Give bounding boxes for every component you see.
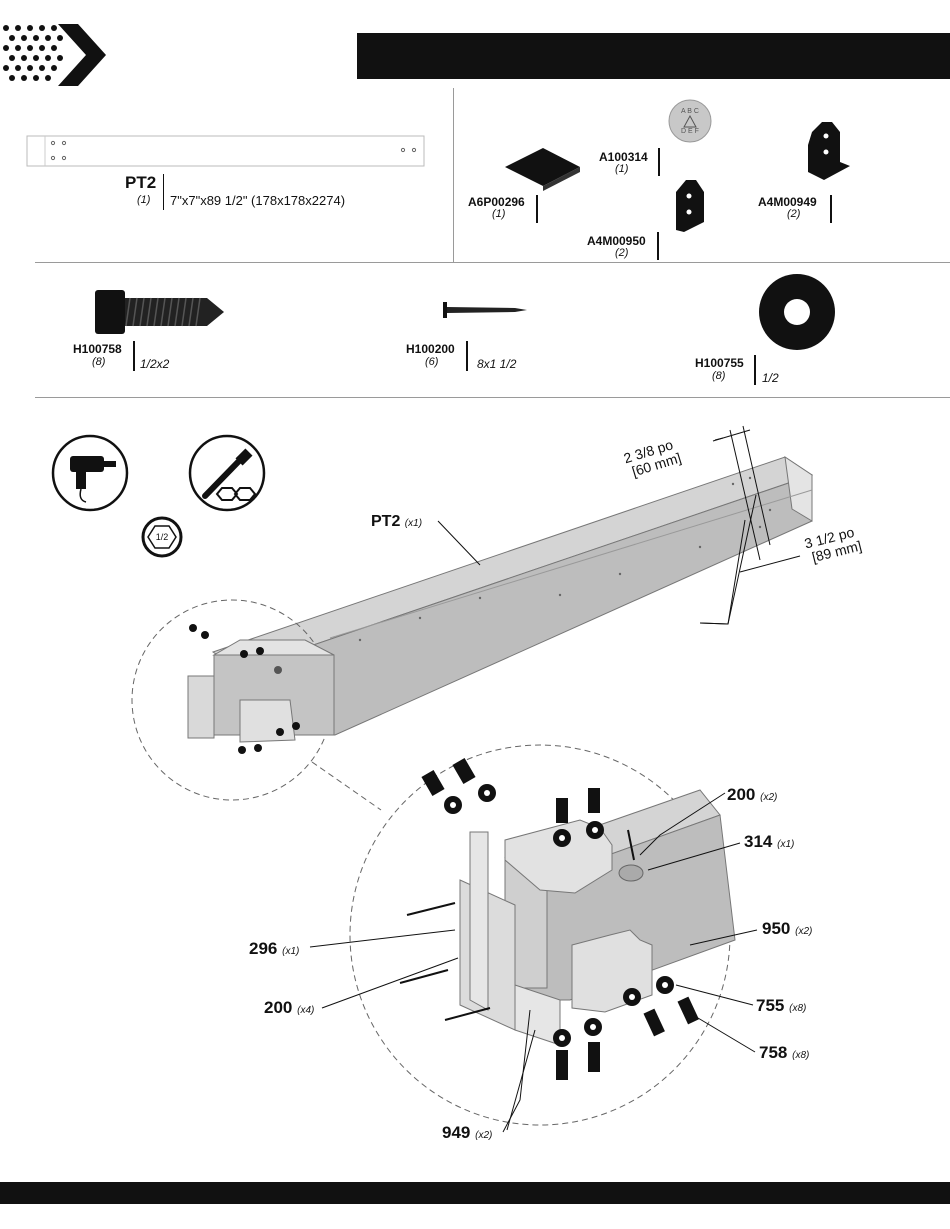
callout-200-side-qty: (x4) xyxy=(297,1005,314,1016)
screw-200-bar xyxy=(466,341,468,371)
detail-circle-large xyxy=(350,745,730,1125)
divider-parts xyxy=(35,262,950,263)
callout-755-qty: (x8) xyxy=(789,1003,806,1014)
detail-circle-small xyxy=(132,600,332,800)
screw-200-code: H100200 xyxy=(406,342,455,356)
callout-949-num: 949 xyxy=(442,1123,470,1142)
callout-758-qty: (x8) xyxy=(792,1050,809,1061)
callout-314: 314 (x1) xyxy=(744,832,794,852)
bracket-950-bar xyxy=(657,232,659,260)
tag-314-bar xyxy=(658,148,660,176)
post-qty: (1) xyxy=(137,194,150,206)
callout-755: 755 (x8) xyxy=(756,996,806,1016)
post-end-face xyxy=(785,457,812,521)
bolt-758-code: H100758 xyxy=(73,342,122,356)
washer-755-qty: (8) xyxy=(712,370,725,382)
callout-200-top: 200 (x2) xyxy=(727,785,777,805)
bracket-949-bar xyxy=(830,195,832,223)
callout-950-qty: (x2) xyxy=(795,926,812,937)
callout-950-num: 950 xyxy=(762,919,790,938)
washer-755-size: 1/2 xyxy=(762,371,779,385)
bracket-950-image xyxy=(676,180,704,232)
divider-hardware xyxy=(35,397,950,398)
washer-755-code: H100755 xyxy=(695,356,744,370)
callout-296-num: 296 xyxy=(249,939,277,958)
diagram-post-qty: (x1) xyxy=(405,518,422,529)
post-top-face xyxy=(213,457,812,670)
detail-large-brackets xyxy=(400,758,735,1080)
callout-314-num: 314 xyxy=(744,832,772,851)
tag-314-code: A100314 xyxy=(599,150,648,164)
callout-758: 758 (x8) xyxy=(759,1043,809,1063)
bracket-950-code: A4M00950 xyxy=(587,234,646,248)
plate-296-code: A6P00296 xyxy=(468,195,525,209)
callout-755-num: 755 xyxy=(756,996,784,1015)
callout-314-qty: (x1) xyxy=(777,839,794,850)
washer-755-image xyxy=(759,274,835,350)
svg-text:A B C: A B C xyxy=(681,108,699,115)
divider-parts-vertical xyxy=(453,88,454,262)
post-label-separator xyxy=(163,174,164,210)
callout-950: 950 (x2) xyxy=(762,919,812,939)
dimension-89mm: 3 1/2 po [89 mm] xyxy=(803,524,863,566)
callout-200-top-num: 200 xyxy=(727,785,755,804)
footer-bar xyxy=(0,1182,950,1204)
bracket-950-qty: (2) xyxy=(615,247,628,259)
callout-949-qty: (x2) xyxy=(475,1130,492,1141)
callout-200-side: 200 (x4) xyxy=(264,998,314,1018)
bracket-949-image xyxy=(808,122,850,180)
post-code: PT2 xyxy=(125,173,156,193)
post-front-face xyxy=(240,475,812,735)
socket-size-label: 1/2 xyxy=(154,532,170,542)
post-size: 7"x7"x89 1/2" (178x178x2274) xyxy=(170,193,345,208)
callout-200-side-num: 200 xyxy=(264,998,292,1017)
bolt-758-qty: (8) xyxy=(92,356,105,368)
diagram-post-label: PT2 (x1) xyxy=(371,513,422,531)
callout-296: 296 (x1) xyxy=(249,939,299,959)
header-bar xyxy=(357,33,950,79)
tag-314-qty: (1) xyxy=(615,163,628,175)
callout-949: 949 (x2) xyxy=(442,1123,492,1143)
screw-200-size: 8x1 1/2 xyxy=(477,357,516,371)
bracket-949-code: A4M00949 xyxy=(758,195,817,209)
callout-200-top-qty: (x2) xyxy=(760,792,777,803)
screw-200-qty: (6) xyxy=(425,356,438,368)
drill-icon xyxy=(53,436,127,510)
callout-758-num: 758 xyxy=(759,1043,787,1062)
wrench-socket-icon xyxy=(190,436,264,510)
bolt-758-image xyxy=(95,290,224,334)
callout-296-qty: (x1) xyxy=(282,946,299,957)
plate-296-bar xyxy=(536,195,538,223)
brand-chevron-logo xyxy=(0,22,110,88)
plate-296-image xyxy=(505,148,580,186)
screw-200-image xyxy=(443,302,527,318)
svg-text:D E F: D E F xyxy=(681,128,699,135)
plate-296-qty: (1) xyxy=(492,208,505,220)
detail-small-brackets xyxy=(188,624,334,754)
dimension-60mm: 2 3/8 po [60 mm] xyxy=(622,436,683,481)
washer-755-bar xyxy=(754,355,756,385)
diagram-post-code: PT2 xyxy=(371,513,400,530)
tag-314-image xyxy=(669,100,711,142)
bolt-758-size: 1/2x2 xyxy=(140,357,169,371)
bracket-949-qty: (2) xyxy=(787,208,800,220)
bolt-758-bar xyxy=(133,341,135,371)
